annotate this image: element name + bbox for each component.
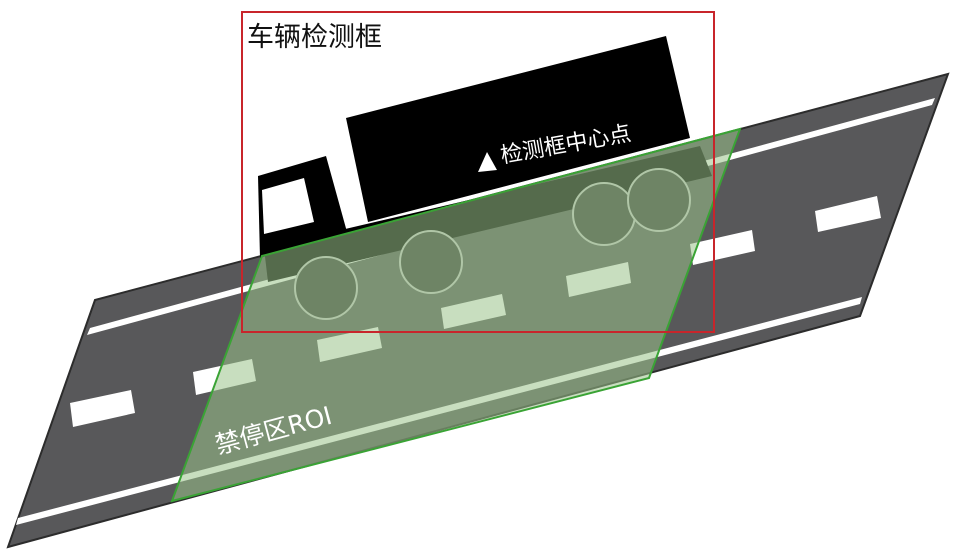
vehicle-detection-box: [241, 11, 715, 333]
truck-windshield: [262, 178, 314, 234]
no-parking-roi: [170, 127, 742, 503]
lane-dash: [690, 230, 755, 265]
truck-cargo-box: [346, 36, 690, 222]
triangle-icon: [478, 152, 497, 172]
lane-dash: [70, 390, 135, 427]
detection-box-label: 车辆检测框: [247, 22, 382, 53]
lane-dash: [815, 196, 881, 232]
